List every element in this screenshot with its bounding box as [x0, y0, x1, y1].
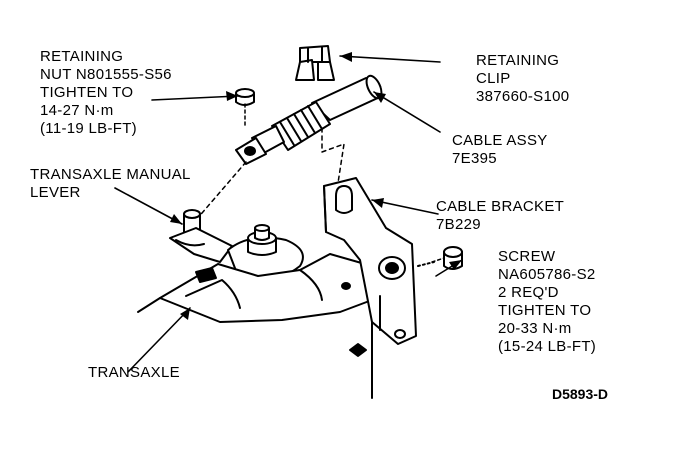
callout-line: LEVER — [30, 184, 81, 201]
figure-reference: D5893-D — [552, 386, 609, 402]
callout-line: CLIP — [476, 70, 511, 87]
callout-line: TIGHTEN TO — [498, 302, 592, 319]
callout-line: 7B229 — [436, 216, 481, 233]
callout-line: 7E395 — [452, 150, 497, 167]
callout-line: NUT N801555-S56 — [40, 66, 172, 83]
transaxle-lever-drawing — [137, 209, 373, 323]
retaining-clip-drawing — [295, 45, 335, 81]
cable-assembly-drawing — [195, 74, 383, 221]
retaining-clip-callout: RETAINING CLIP 387660-S100 — [476, 52, 569, 106]
callout-line: 14-27 N·m — [40, 102, 114, 119]
callout-line: TIGHTEN TO — [40, 84, 134, 101]
callout-line: CABLE ASSY — [452, 132, 548, 149]
callout-line: CABLE BRACKET — [436, 198, 565, 215]
retaining-nut-drawing — [235, 88, 255, 126]
callout-line: NA605786-S2 — [498, 266, 596, 283]
transaxle-manual-lever-callout: TRANSAXLE MANUAL LEVER — [30, 166, 191, 202]
callout-line: 387660-S100 — [476, 88, 570, 105]
callout-line: TRANSAXLE — [88, 364, 180, 381]
leader-lines — [114, 55, 463, 373]
arrowheads — [170, 52, 462, 320]
retaining-nut-callout: RETAINING NUT N801555-S56 TIGHTEN TO 14-… — [40, 48, 172, 138]
cable-bracket-drawing — [323, 177, 417, 399]
callout-line: RETAINING — [40, 48, 124, 65]
callout-line: 2 REQ'D — [498, 284, 559, 301]
cable-assy-callout: CABLE ASSY 7E395 — [452, 132, 548, 168]
transaxle-callout: TRANSAXLE — [88, 364, 180, 382]
callout-line: RETAINING — [476, 52, 560, 69]
callout-line: SCREW — [498, 248, 556, 265]
cable-bracket-callout: CABLE BRACKET 7B229 — [436, 198, 564, 234]
screw-callout: SCREW NA605786-S2 2 REQ'D TIGHTEN TO 20-… — [498, 248, 596, 356]
callout-line: 20-33 N·m — [498, 320, 572, 337]
callout-line: TRANSAXLE MANUAL — [30, 166, 191, 183]
callout-line: (11-19 LB-FT) — [40, 120, 137, 137]
callout-line: (15-24 LB-FT) — [498, 338, 597, 355]
